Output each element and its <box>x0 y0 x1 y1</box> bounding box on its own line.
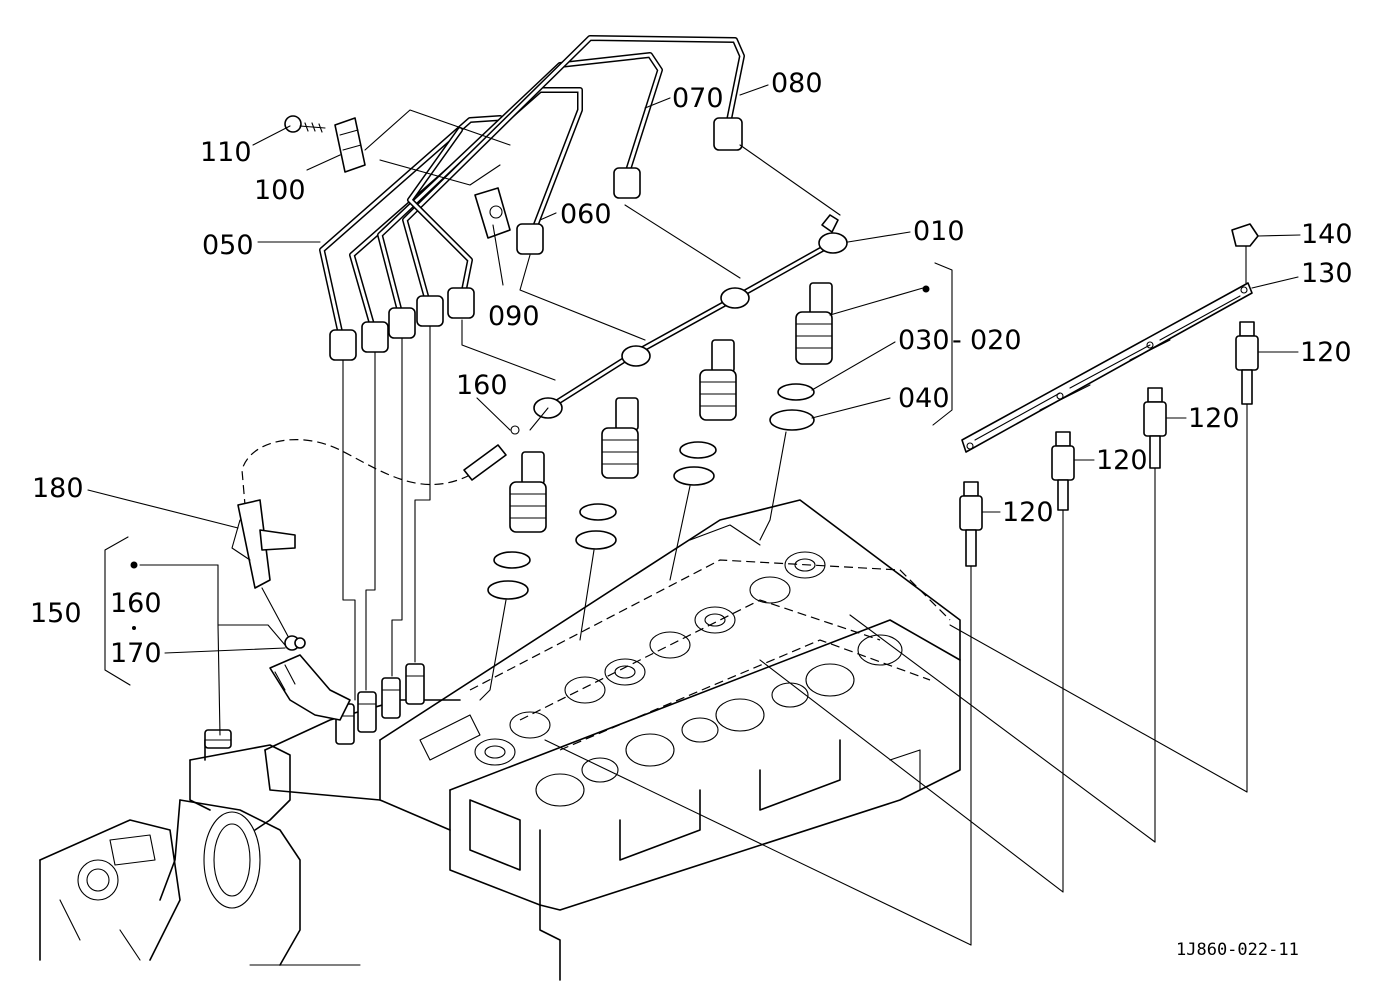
pipe-nut <box>516 223 544 255</box>
nozzle-2 <box>575 397 639 641</box>
pipe-nut <box>388 307 416 339</box>
clamp-100 <box>334 117 366 173</box>
label-090: 090 <box>488 301 540 332</box>
label-120-b: 120 <box>1096 445 1148 476</box>
injection-nozzles <box>479 282 833 701</box>
glow-plug-c <box>1143 387 1167 843</box>
label-060: 060 <box>560 199 612 230</box>
leader-dot <box>132 626 136 630</box>
label-040: 040 <box>898 383 950 414</box>
label-140: 140 <box>1301 219 1353 250</box>
pipe-nut <box>613 167 641 199</box>
nozzle-3 <box>669 339 737 581</box>
nozzle-1 <box>479 451 547 701</box>
glow-plug-b <box>1051 431 1075 893</box>
label-170: 170 <box>110 638 162 669</box>
pipe-nut <box>416 295 444 327</box>
nozzle-4 <box>759 282 833 541</box>
leader-dot <box>130 561 138 569</box>
overflow-pipe <box>461 144 848 431</box>
label-120-a: 120 <box>1002 497 1054 528</box>
engine-block-fragment <box>39 729 361 966</box>
label-150: 150 <box>30 598 82 629</box>
return-hose <box>217 425 520 736</box>
injection-pipes <box>319 35 745 701</box>
label-sep: - <box>952 325 962 356</box>
pump-outlets <box>264 663 461 801</box>
label-020: 020 <box>970 325 1022 356</box>
nut-140 <box>1231 223 1259 247</box>
pipe-clamps <box>284 109 511 239</box>
bolt-110-head <box>284 115 302 133</box>
label-130: 130 <box>1301 258 1353 289</box>
glow-plug-a <box>959 481 983 946</box>
bracket-150 <box>104 536 131 686</box>
cylinder-head <box>379 499 961 981</box>
pipe-nut <box>361 321 389 353</box>
label-030: 030 <box>898 325 950 356</box>
pipe-nut <box>329 329 357 361</box>
label-160-upper: 160 <box>456 370 508 401</box>
bracket-020 <box>932 262 953 426</box>
clamp-090 <box>474 187 511 239</box>
leader-lines <box>87 84 1301 654</box>
part-labels: 070 080 110 100 050 060 090 010 030 - 02… <box>30 68 1353 960</box>
label-050: 050 <box>202 230 254 261</box>
label-180: 180 <box>32 473 84 504</box>
label-160-lower: 160 <box>110 588 162 619</box>
hose-160 <box>463 444 507 481</box>
label-110: 110 <box>200 137 252 168</box>
label-070: 070 <box>672 83 724 114</box>
glow-plug-d <box>1235 321 1259 793</box>
leader-dot <box>922 285 930 293</box>
label-080: 080 <box>771 68 823 99</box>
label-120-d: 120 <box>1300 337 1352 368</box>
label-120-c: 120 <box>1188 403 1240 434</box>
return-pipe-180 <box>237 499 271 589</box>
glow-plug-assembly <box>544 223 1259 946</box>
pipe-nut <box>447 287 475 319</box>
label-010: 010 <box>913 216 965 247</box>
label-100: 100 <box>254 175 306 206</box>
pipe-nut <box>713 117 743 151</box>
drawing-code: 1J860-022-11 <box>1176 940 1299 960</box>
